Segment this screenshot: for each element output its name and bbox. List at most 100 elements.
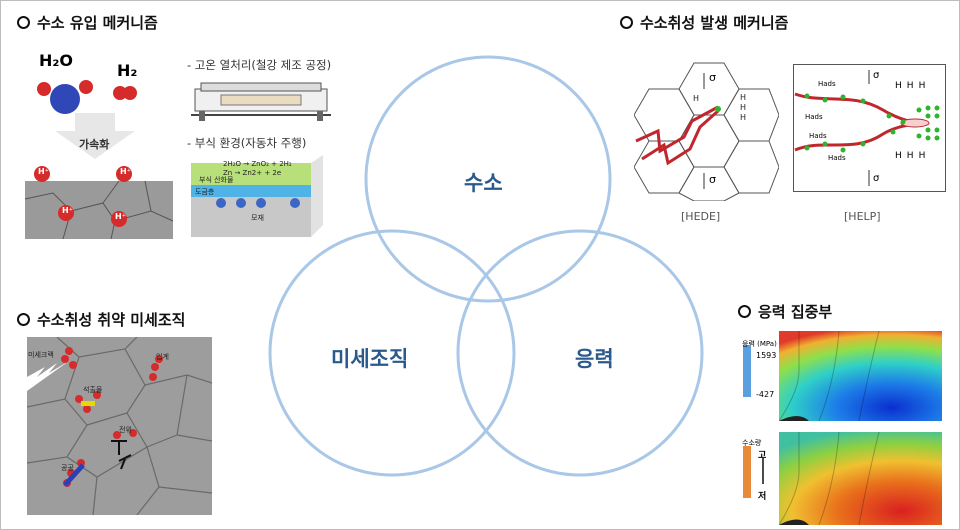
bullet-icon <box>620 16 633 29</box>
grain-boundary-label: 입계 <box>156 353 169 361</box>
section-title-embrittlement: 수소취성 발생 메커니즘 <box>620 12 788 33</box>
arrow-down-icon <box>55 113 135 159</box>
h-row-label: HHH <box>895 81 930 91</box>
h2o-label: H₂O <box>39 51 73 70</box>
accel-label: 가속화 <box>79 138 110 151</box>
sigma-label: σ <box>873 173 880 184</box>
corrosion-oxide-layer <box>191 163 311 185</box>
h-atom <box>123 86 137 100</box>
hads-label: Hads <box>805 113 823 121</box>
hads-label: Hads <box>818 80 836 88</box>
corrosion-env-label: - 부식 환경(자동차 주행) <box>187 136 307 150</box>
h-plus-label: H⁺ <box>115 212 126 221</box>
h-plus-label: H⁺ <box>38 167 49 176</box>
h-plus-atom <box>111 211 127 227</box>
microcrack-label: 미세크랙 <box>28 351 54 359</box>
furnace-illustration <box>191 82 331 121</box>
bullet-icon <box>17 16 30 29</box>
mesh-lines <box>778 331 880 421</box>
help-caption: [HELP] <box>844 210 881 223</box>
hede-diagram <box>634 62 779 201</box>
h-label: H <box>906 81 919 91</box>
microstructure-title: 수소취성 취약 미세조직 <box>37 311 186 329</box>
steel-block <box>25 181 173 239</box>
heat-treatment-label: - 고온 열처리(철강 제조 공정) <box>187 58 332 72</box>
hex-grain <box>678 114 740 168</box>
venn-circle-microstructure <box>268 229 516 477</box>
furnace-leg <box>317 111 323 121</box>
stress-title: 응력 집중부 <box>758 303 833 321</box>
furnace-chamber <box>220 94 302 106</box>
void-label: 공공 <box>61 464 74 472</box>
dislocation-label: 전위 <box>119 426 132 434</box>
furnace-leg <box>199 111 205 121</box>
hydrogen-low-label: 저 <box>758 492 767 502</box>
stress-min-label: -427 <box>756 390 775 399</box>
microstructure-illustration <box>27 337 212 515</box>
help-crack <box>794 92 914 124</box>
section-title-microstructure: 수소취성 취약 미세조직 <box>17 309 185 330</box>
hydrogen-dots <box>804 93 940 153</box>
h-label: H <box>693 94 700 103</box>
h-label: H <box>918 151 931 161</box>
stress-max-label: 1593 <box>756 351 777 360</box>
hede-crack <box>641 109 719 166</box>
hex-grain <box>723 88 779 142</box>
hydrogen-dot <box>715 106 721 112</box>
coating-layer <box>191 185 311 197</box>
sigma-label: σ <box>873 70 880 81</box>
microcrack-icon <box>27 361 69 391</box>
hede-caption: [HEDE] <box>681 210 721 223</box>
h-atom <box>113 86 127 100</box>
h-plus-atom <box>58 205 74 221</box>
h-atom <box>79 80 93 94</box>
h-label: H <box>740 103 747 112</box>
h-atom <box>236 198 246 208</box>
hydrogen-high-label: 고 <box>758 451 767 461</box>
h2-label: H₂ <box>117 61 138 80</box>
corrosion-equation-1: 2H₂O → ZnO₂ + 2H₂ <box>223 160 292 168</box>
h-plus-label: H⁺ <box>62 206 73 215</box>
hydrogen-entry-illustration <box>24 80 174 240</box>
color-scale-bar <box>743 345 751 397</box>
precipitate-label: 석출물 <box>83 386 103 394</box>
corrosion-illustration <box>191 155 323 237</box>
coating-label: 도금층 <box>195 188 215 196</box>
hex-grain <box>678 166 740 201</box>
base-metal-label: 모재 <box>251 214 264 222</box>
furnace-roof <box>200 82 322 92</box>
h-label: H <box>918 81 931 91</box>
h-label: H <box>740 113 747 122</box>
h-plus-atom <box>34 166 50 182</box>
section-title-hydrogen-entry: 수소 유입 메커니즘 <box>17 12 158 33</box>
h-label: H <box>906 151 919 161</box>
stress-map <box>739 331 942 421</box>
hydrogen-map <box>739 432 942 525</box>
h-atom <box>290 198 300 208</box>
venn-label-hydrogen: 수소 <box>464 171 503 195</box>
hydrogen-map-label: 수소량 <box>742 439 762 447</box>
grain-boundaries <box>27 337 212 515</box>
h-label: H <box>895 151 907 161</box>
grain-lines <box>24 180 174 240</box>
o-atom <box>50 84 80 114</box>
hede-crack <box>635 105 719 154</box>
h-atom <box>216 198 226 208</box>
hydrogen-atoms <box>61 347 163 487</box>
oxide-label: 부식 산화물 <box>199 176 234 184</box>
hydrogen-entry-title: 수소 유입 메커니즘 <box>37 14 158 32</box>
h-plus-label: H⁺ <box>120 167 131 176</box>
grain-background <box>27 337 212 515</box>
section-title-stress: 응력 집중부 <box>738 301 832 322</box>
venn-label-stress: 응력 <box>575 347 614 371</box>
sigma-label: σ <box>709 173 716 186</box>
corrosion-equation-2: Zn → Zn2+ + 2e <box>223 169 282 177</box>
void-shape <box>63 463 85 487</box>
h-atom <box>256 198 266 208</box>
help-crack <box>794 122 914 152</box>
precipitate-shape <box>81 401 95 406</box>
venn-label-microstructure: 미세조직 <box>331 347 409 371</box>
hex-grain <box>723 140 779 194</box>
